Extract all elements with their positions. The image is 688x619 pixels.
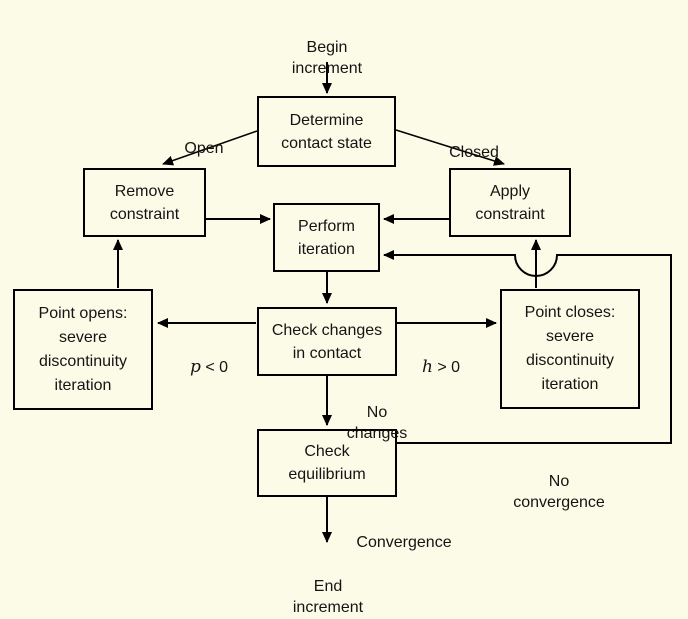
- node-label: Determine contact state: [281, 111, 372, 152]
- edge-label-text: No convergence: [513, 473, 605, 511]
- edge-label-text: Closed: [449, 144, 499, 161]
- node-label: Remove constraint: [109, 182, 180, 223]
- math-comparison: > 0: [432, 359, 461, 376]
- node-point-opens: Point opens: severe discontinuity iterat…: [13, 289, 153, 410]
- edge-closed-branch: [395, 129, 505, 166]
- node-apply-constraint: Apply constraint: [449, 168, 571, 237]
- edge-label-closed: Closed: [449, 121, 499, 163]
- node-label: Point opens: severe discontinuity iterat…: [38, 304, 128, 394]
- edge-label-open: Open: [184, 117, 223, 159]
- node-remove-constraint: Remove constraint: [83, 168, 206, 237]
- edge-label-convergence: Convergence: [356, 511, 451, 553]
- node-perform-iteration: Perform iteration: [273, 203, 380, 272]
- math-comparison: < 0: [200, 359, 229, 376]
- edge-label-no-changes: No changes: [347, 381, 408, 444]
- terminal-label: Begin increment: [291, 39, 363, 77]
- node-label: Perform iteration: [298, 217, 355, 258]
- node-label: Apply constraint: [475, 182, 545, 223]
- edge-label-p-less-than-zero: p < 0: [190, 336, 228, 378]
- math-var-p: p: [189, 357, 201, 377]
- node-determine-contact-state: Determine contact state: [257, 96, 396, 167]
- terminal-end-increment: End increment: [293, 555, 363, 618]
- node-point-closes: Point closes: severe discontinuity itera…: [500, 289, 640, 409]
- node-label: Check changes in contact: [271, 321, 383, 362]
- edge-label-no-convergence: No convergence: [513, 450, 605, 513]
- edge-no-convergence-feedback: [383, 250, 672, 444]
- node-label: Check equilibrium: [288, 443, 366, 483]
- edge-label-h-greater-than-zero: h > 0: [422, 336, 460, 378]
- math-var-h: h: [421, 357, 433, 377]
- edge-label-text: No changes: [346, 404, 408, 442]
- edge-label-text: Convergence: [356, 534, 452, 551]
- edge-label-text: Open: [184, 140, 224, 157]
- terminal-begin-increment: Begin increment: [292, 16, 362, 79]
- node-check-changes: Check changes in contact: [257, 307, 397, 376]
- node-check-equilibrium: Check equilibrium: [257, 429, 397, 497]
- terminal-label: End increment: [292, 578, 364, 616]
- node-label: Point closes: severe discontinuity itera…: [524, 304, 616, 393]
- edge-open-branch: [162, 130, 258, 166]
